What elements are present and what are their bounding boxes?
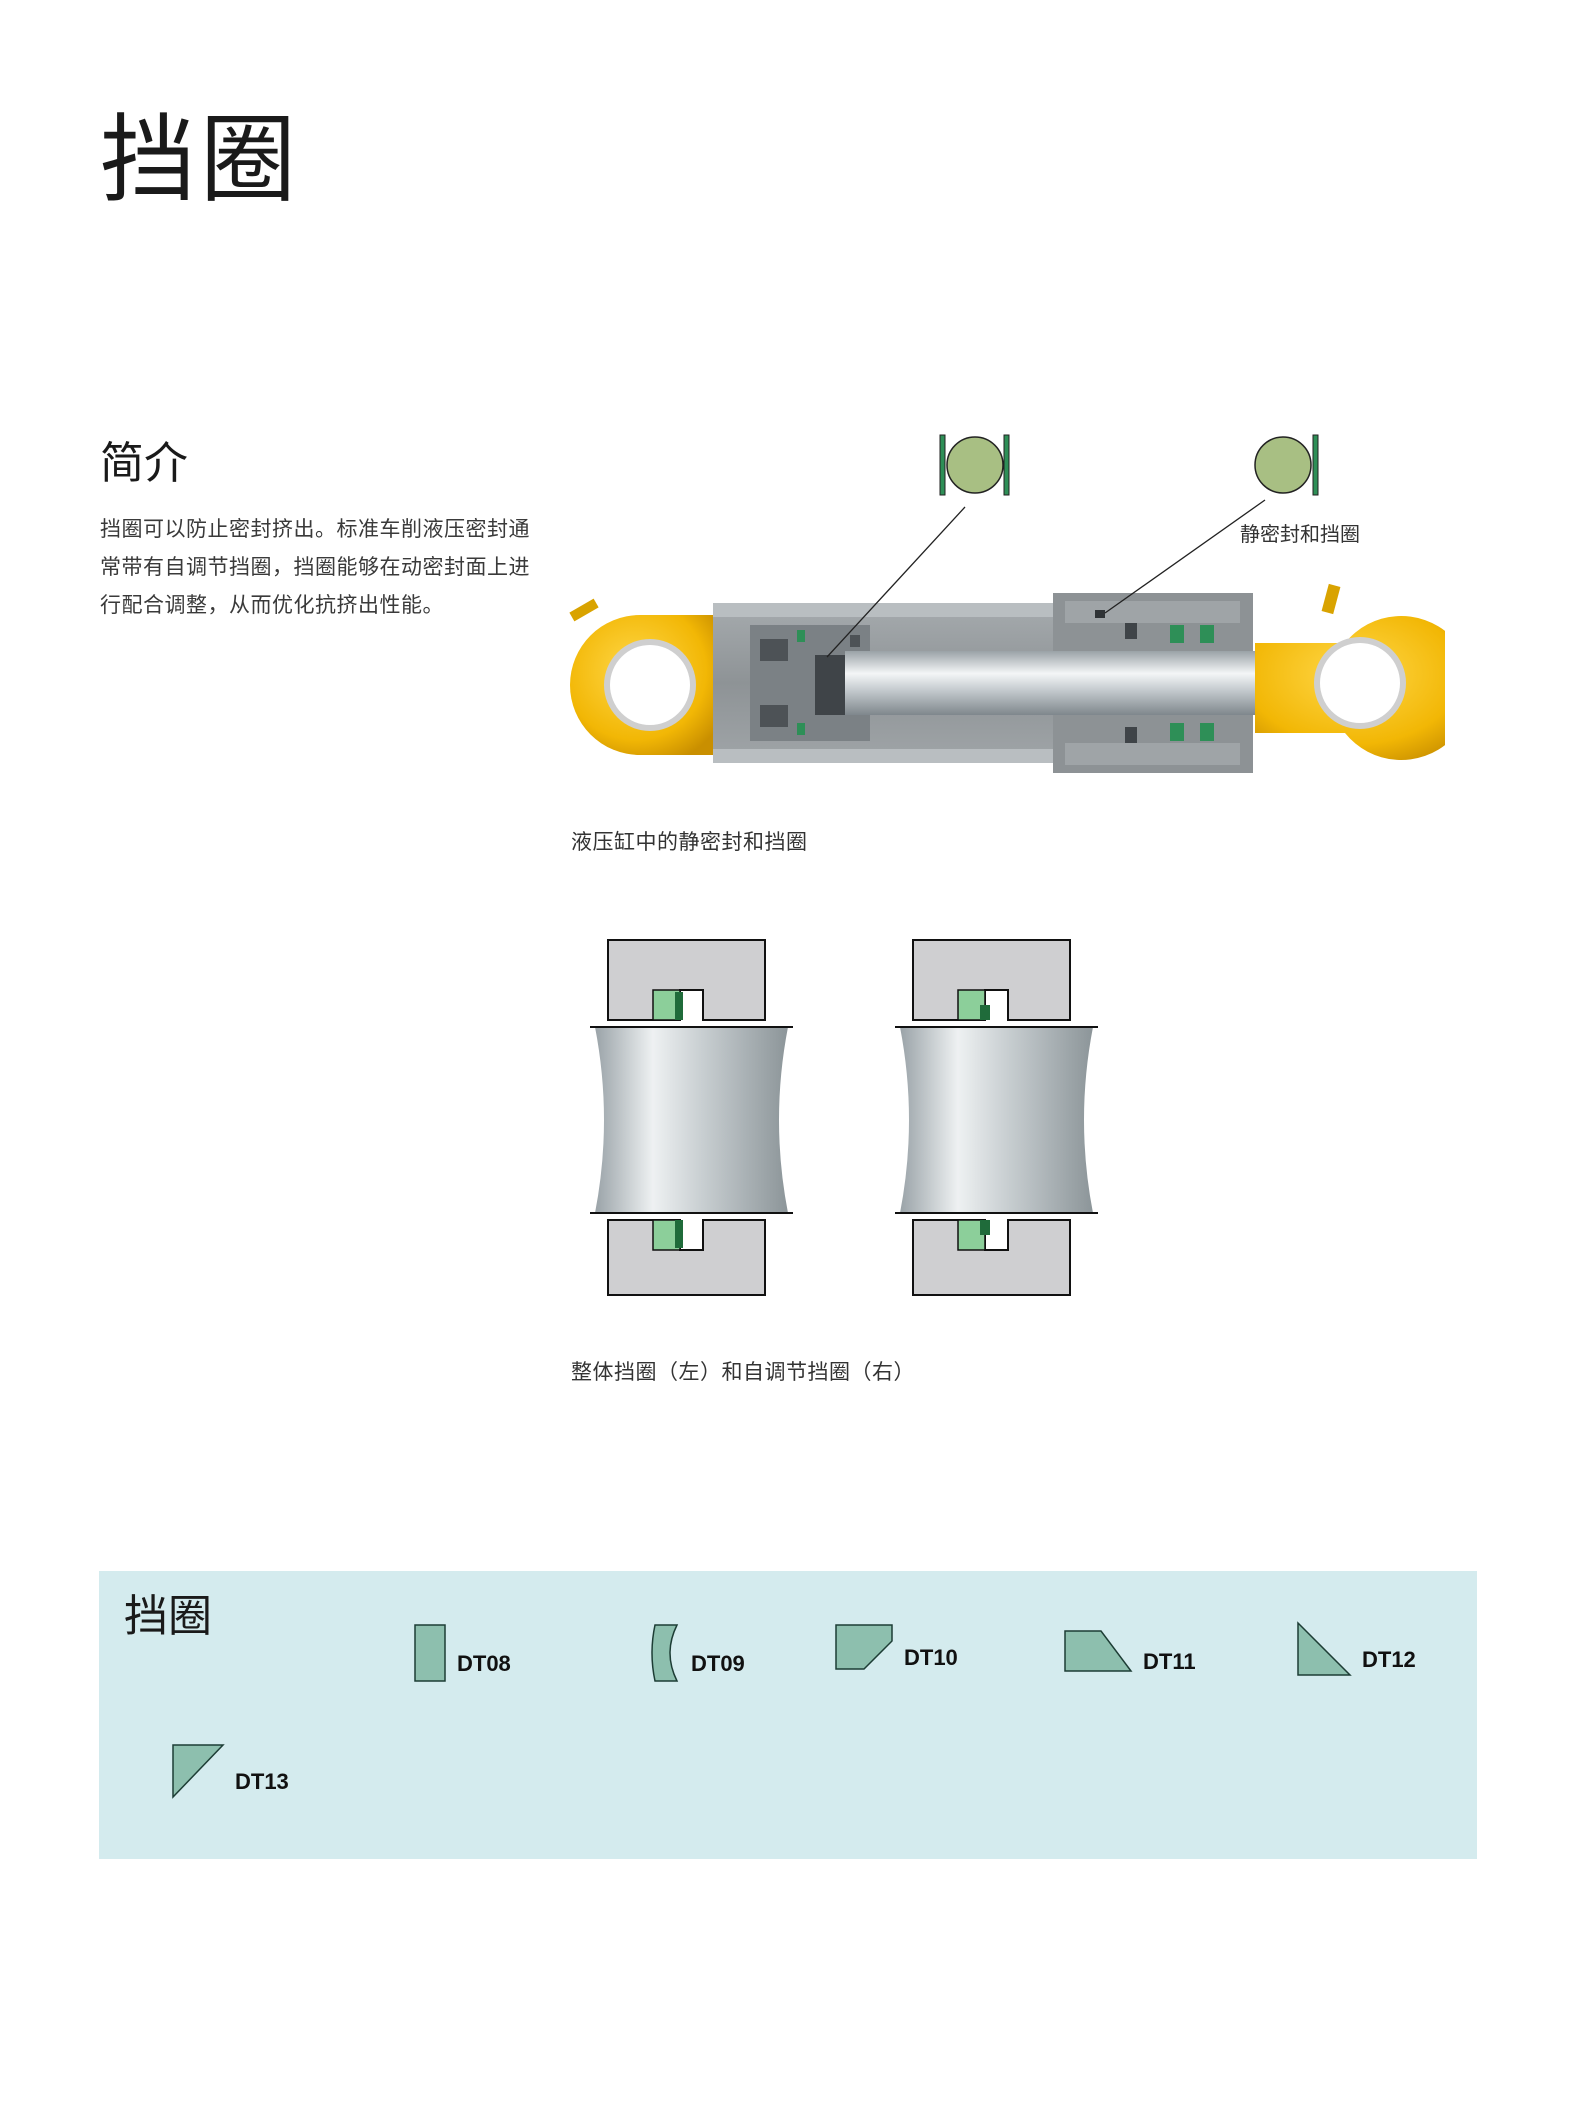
integral-backup-ring-diagram — [590, 939, 793, 1296]
callout-oring-left — [826, 434, 1010, 658]
right-triangle-profile-icon — [1297, 1621, 1352, 1676]
profile-dt12: DT12 — [1296, 1621, 1416, 1677]
self-adjusting-backup-ring-diagram — [895, 939, 1098, 1296]
backup-ring-profiles-panel: 挡圈 DT08 DT09 DT10 DT11 DT12 DT13 — [99, 1571, 1477, 1859]
profile-code: DT13 — [235, 1769, 289, 1794]
profile-dt10: DT10 — [834, 1623, 958, 1671]
concave-profile-icon — [651, 1624, 679, 1682]
profile-dt08: DT08 — [413, 1623, 511, 1683]
trapezoid-profile-icon — [1064, 1630, 1133, 1672]
panel-title: 挡圈 — [124, 1591, 212, 1642]
callout-label: 静密封和挡圈 — [1240, 522, 1360, 546]
profile-dt13: DT13 — [171, 1743, 289, 1799]
profile-code: DT09 — [691, 1651, 745, 1676]
page-title: 挡圈 — [100, 104, 300, 216]
hydraulic-cylinder-figure — [569, 434, 1445, 773]
intro-paragraph: 挡圈可以防止密封挤出。标准车削液压密封通常带有自调节挡圈，挡圈能够在动密封面上进… — [100, 517, 530, 617]
callout-oring-right — [1104, 434, 1319, 614]
bevel-profile-icon — [835, 1624, 893, 1670]
profile-code: DT12 — [1362, 1647, 1416, 1672]
backup-caption: 整体挡圈（左）和自调节挡圈（右） — [571, 1360, 915, 1384]
profile-dt11: DT11 — [1063, 1627, 1196, 1675]
inverted-triangle-profile-icon — [172, 1744, 225, 1799]
profile-code: DT11 — [1143, 1649, 1196, 1674]
right-rod-eye — [1255, 583, 1445, 760]
profile-dt09: DT09 — [647, 1623, 745, 1683]
backup-ring-figure — [590, 939, 1098, 1296]
profile-code: DT08 — [457, 1651, 511, 1676]
profile-code: DT10 — [904, 1645, 958, 1670]
cylinder-caption: 液压缸中的静密封和挡圈 — [571, 830, 808, 854]
intro-heading: 简介 — [100, 438, 188, 489]
rectangle-profile-icon — [414, 1624, 446, 1682]
left-rod-eye — [569, 598, 715, 755]
